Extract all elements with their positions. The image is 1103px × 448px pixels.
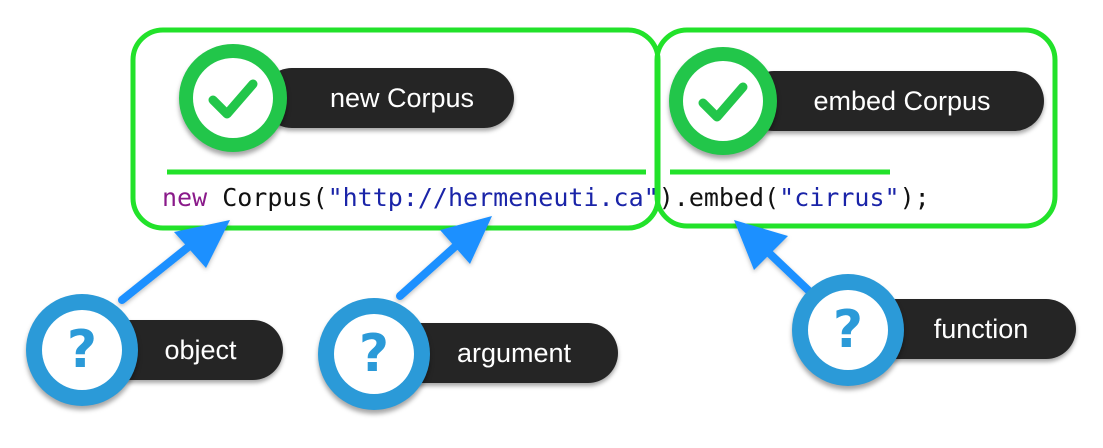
argument-label: argument	[456, 337, 572, 368]
function-label: function	[933, 313, 1029, 344]
code-method-open: embed(	[688, 183, 780, 212]
new-corpus-label: new Corpus	[329, 82, 475, 113]
question-mark-icon: ?	[66, 320, 98, 380]
checkmark-icon	[208, 79, 258, 119]
code-line: new Corpus("http://hermeneuti.ca").embed…	[162, 180, 930, 216]
embed-corpus-frame	[654, 27, 1058, 229]
code-class-open: Corpus(	[207, 183, 328, 212]
embed-corpus-label: embed Corpus	[813, 85, 991, 116]
code-end: );	[899, 183, 930, 212]
code-keyword-new: new	[162, 183, 208, 212]
checkmark-icon	[698, 82, 748, 122]
object-question-badge: ?	[26, 294, 138, 406]
code-url-string: "http://hermeneuti.ca"	[327, 183, 659, 212]
embed-corpus-check-badge	[669, 47, 777, 155]
code-close-dot: ).	[658, 183, 689, 212]
function-arrow	[734, 220, 812, 294]
question-mark-icon: ?	[358, 324, 390, 384]
function-question-badge: ?	[792, 274, 904, 386]
embed-corpus-pill: embed Corpus	[744, 71, 1044, 131]
code-tool-string: "cirrus"	[779, 183, 900, 212]
object-arrow	[118, 220, 230, 304]
object-label: object	[164, 334, 237, 365]
argument-arrow	[396, 216, 492, 300]
question-mark-icon: ?	[832, 300, 864, 360]
argument-question-badge: ?	[318, 298, 430, 410]
new-corpus-pill: new Corpus	[262, 68, 514, 128]
new-corpus-check-badge	[179, 44, 287, 152]
